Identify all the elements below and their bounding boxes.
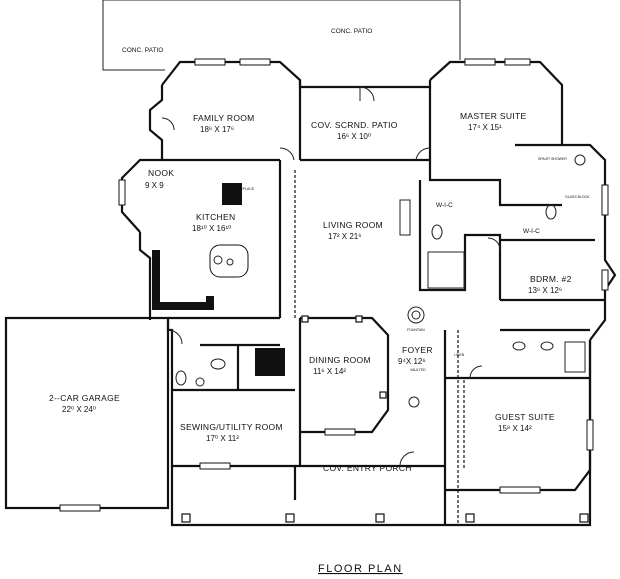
dining-room-dims: 11⁶ X 14² [313,367,346,376]
foyer-dims: 9⁴X 12⁶ [398,357,426,366]
nook-name: NOOK [148,168,174,178]
wic-label-2: W-I-C [523,228,540,235]
labels: CONC. PATIO CONC. PATIO FAMILY ROOM 18⁶ … [49,28,590,575]
patio-left-label: CONC. PATIO [122,47,163,54]
guest-suite-name: GUEST SUITE [495,412,555,422]
garage-dims: 22⁰ X 24⁰ [62,405,96,414]
fireplace-label: GREAT FIREPLACE [222,187,255,191]
master-suite-name: MASTER SUITE [460,111,526,121]
glass-block-label: GLASS BLOCK [565,195,590,199]
doors [161,86,501,467]
dining-room-name: DINING ROOM [309,355,371,365]
garage-name: 2--CAR GARAGE [49,393,120,403]
living-room-name: LIVING ROOM [323,220,383,230]
exterior-walls [4,60,617,527]
fountain-label: FOUNTAIN [407,328,425,332]
family-room-name: FAMILY ROOM [193,113,255,123]
guest-suite-dims: 15⁸ X 14² [498,424,532,433]
patio-right-label: CONC. PATIO [331,28,372,35]
patio-outlines [102,0,461,71]
sewing-room-dims: 17⁰ X 11² [206,434,239,443]
dashed-openings [294,170,465,525]
nook-dims: 9 X 9 [145,181,164,190]
foyer-name: FOYER [402,345,433,355]
wic-label-1: W-I-C [436,202,453,209]
entry-porch-name: COV. ENTRY PORCH [323,463,412,473]
windows [59,58,609,512]
kitchen-name: KITCHEN [196,212,235,222]
bedroom2-name: BDRM. #2 [530,274,572,284]
screened-patio-name: COV. SCRND. PATIO [311,120,398,130]
spa-label: SPA/ST SHOWER [538,157,567,161]
screened-patio-dims: 16⁶ X 10⁰ [337,132,371,141]
family-room-dims: 18⁶ X 17⁶ [200,125,234,134]
sewing-room-name: SEWING/UTILITY ROOM [180,422,283,432]
porch-posts [181,315,589,523]
kitchen-counters [152,183,285,376]
bedroom2-dims: 13⁶ X 12⁶ [528,286,562,295]
interior-walls [162,87,605,525]
linen-label: LINEN [454,353,465,357]
foyer-note: VAULTED [410,368,426,372]
kitchen-dims: 18¹⁰ X 16¹⁰ [192,224,231,233]
master-suite-dims: 17⁴ X 15¹ [468,123,502,132]
plan-title: FLOOR PLAN [318,563,403,575]
bath-fixtures [175,154,586,408]
living-room-dims: 17² X 21⁶ [328,232,362,241]
